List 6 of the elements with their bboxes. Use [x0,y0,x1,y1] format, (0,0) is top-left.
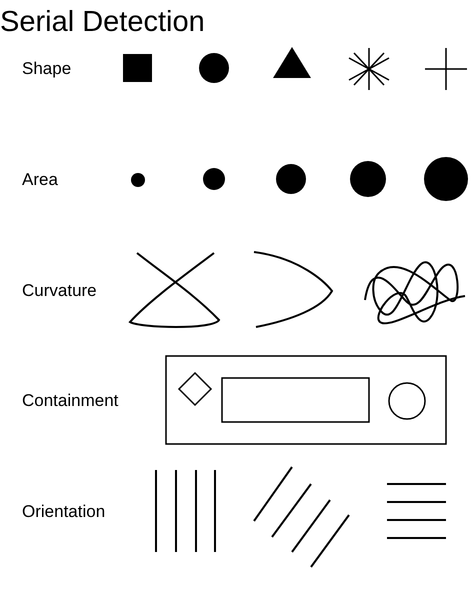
row-label: Shape [22,59,72,79]
row-label: Containment [22,391,118,411]
row-label: Area [22,170,58,190]
row-label: Curvature [22,281,97,301]
title: Serial Detection [0,5,205,39]
row-label: Orientation [22,502,106,522]
